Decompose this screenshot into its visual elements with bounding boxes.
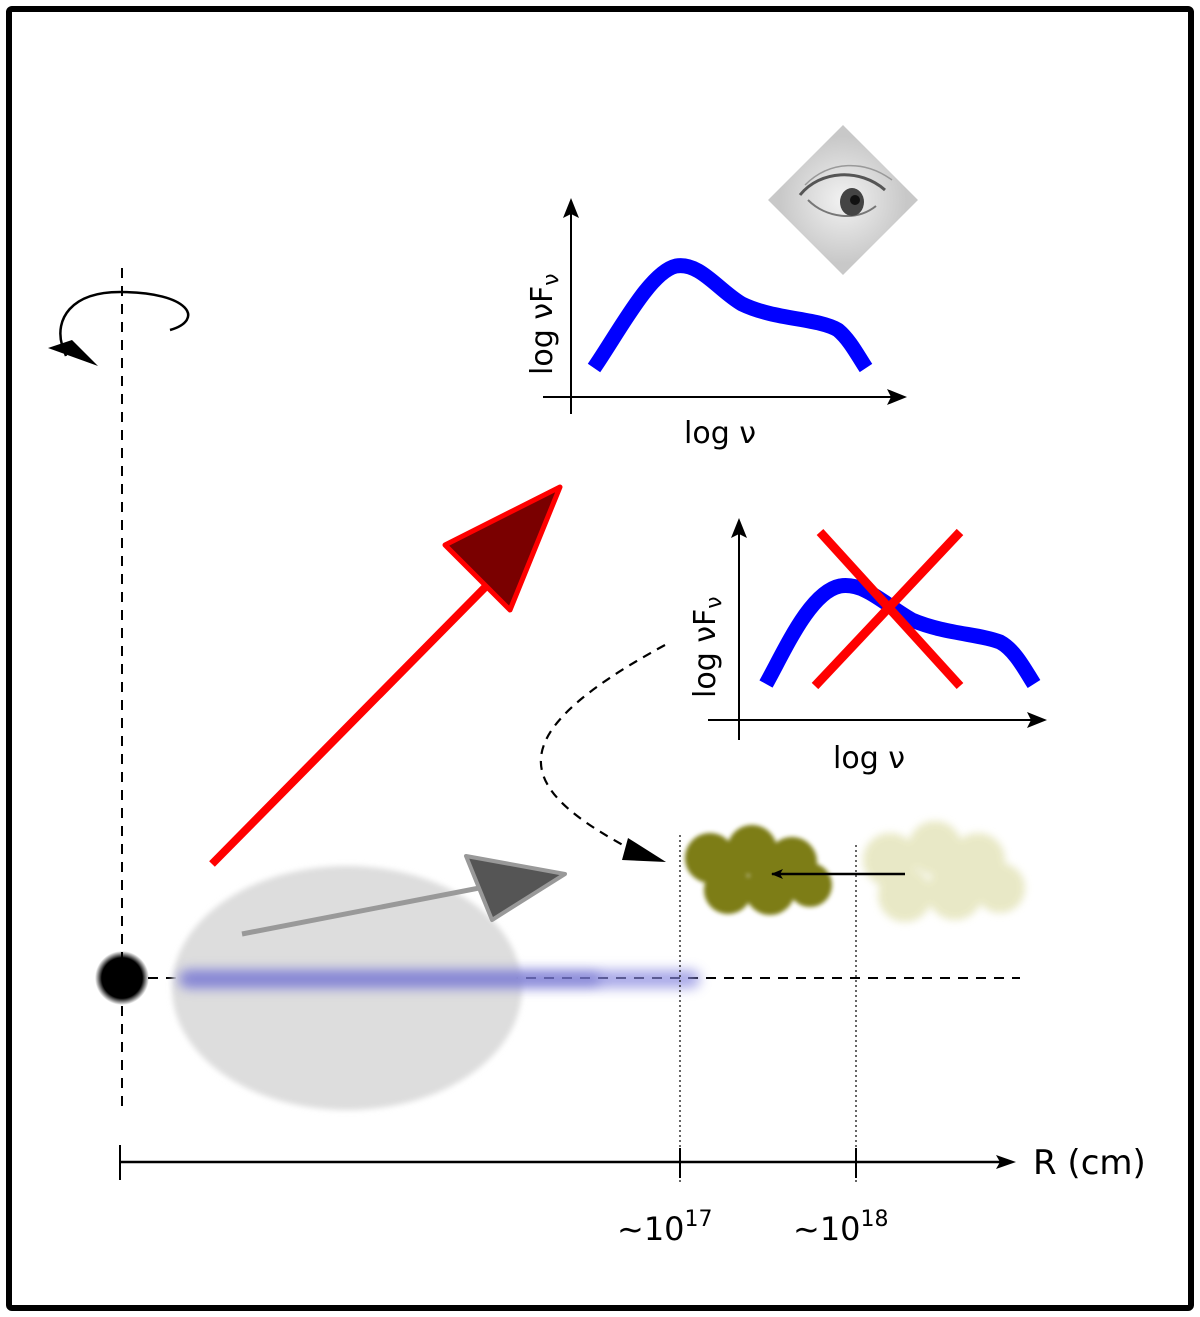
jet-direction-arrow [209,557,515,867]
r-axis-label: R (cm) [1033,1143,1146,1183]
black-hole [95,951,149,1005]
near-cloud [685,825,832,915]
r-axis-arrowhead [996,1155,1016,1169]
sed-top-xlabel: log ν [684,416,756,451]
tick-label-1e18: ~1018 [793,1207,889,1248]
photon-path-arrow [539,644,666,851]
sed-top-curve [587,258,873,373]
sed-top-y-arrowhead [563,198,579,218]
jet-direction-arrowhead [442,484,563,613]
frame-border [6,6,1194,1311]
rotation-arrow-icon [59,290,190,357]
observer-eye-icon [768,125,918,275]
jet-core [180,973,600,985]
sed-top-x-arrowhead [887,389,907,405]
photon-path-arrowhead [622,838,666,862]
sed-crossed-curve [759,578,1041,689]
far-cloud [863,821,1025,922]
sed-top-ylabel: log νFν [525,273,564,375]
tick-label-1e17: ~1017 [617,1207,713,1248]
sed-plot-crossed: log νFν log ν [688,518,1047,776]
sed-crossed-xlabel: log ν [833,741,905,776]
blob-velocity-arrowhead [464,854,567,922]
sed-crossed-y-arrowhead [731,518,747,538]
sed-crossed-x-arrowhead [1027,712,1047,728]
blob-velocity-arrow [241,881,501,937]
rotation-arrowhead-icon [48,340,98,366]
sed-crossed-ylabel: log νFν [688,596,727,698]
sed-plot-top: log νFν log ν [525,198,907,451]
cross-line-2 [811,528,964,690]
